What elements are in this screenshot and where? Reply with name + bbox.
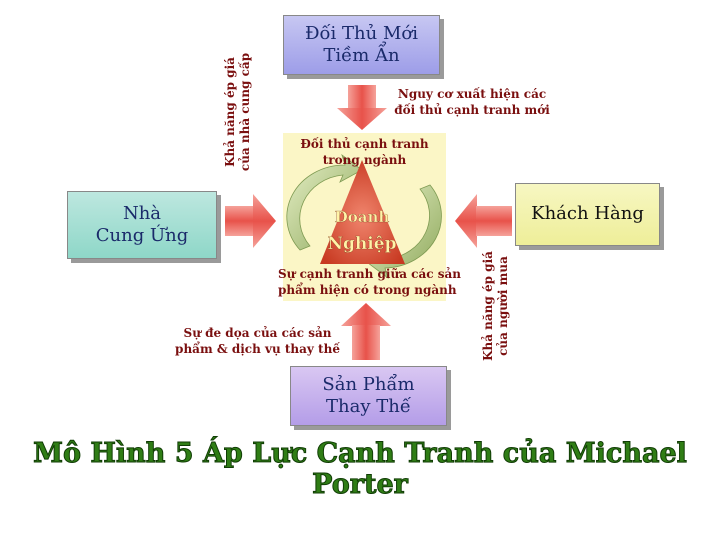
buyer-power-label: Khả năng ép giá của người mua — [481, 251, 510, 361]
entrant-threat-label: Nguy cơ xuất hiện các đối thủ cạnh tranh… — [394, 87, 550, 117]
suppliers-box: Nhà Cung Ứng — [67, 191, 217, 259]
customers-box: Khách Hàng — [515, 183, 660, 246]
industry-rivals-label: Đối thủ cạnh tranh trong ngành — [300, 137, 429, 167]
supplier-power-label: Khả năng ép giá của nhà cung cấp — [223, 52, 252, 172]
suppliers-label: Nhà Cung Ứng — [95, 202, 189, 247]
arrow-left-from-customers — [455, 194, 512, 248]
firm-label-line1: Doanh — [334, 208, 390, 226]
substitute-threat-label: Sự đe dọa của các sản phẩm & dịch vụ tha… — [175, 326, 340, 356]
new-entrants-box: Đối Thủ Mới Tiềm Ẩn — [283, 15, 440, 75]
firm-triangle-icon — [320, 160, 405, 264]
customers-label: Khách Hàng — [531, 203, 644, 225]
page-title: Mô Hình 5 Áp Lực Cạnh Tranh của Michael … — [33, 438, 688, 501]
arrow-up-from-substitutes — [341, 303, 391, 360]
rivalry-label: Sự cạnh tranh giữa các sản phẩm hiện có … — [278, 267, 461, 297]
arrow-right-from-suppliers — [225, 194, 276, 248]
substitutes-box: Sản Phẩm Thay Thế — [290, 366, 447, 426]
firm-label-line2: Nghiệp — [327, 234, 397, 254]
new-entrants-label: Đối Thủ Mới Tiềm Ẩn — [305, 22, 418, 67]
substitutes-label: Sản Phẩm Thay Thế — [322, 373, 415, 418]
arrow-down-from-entrants — [337, 85, 387, 130]
